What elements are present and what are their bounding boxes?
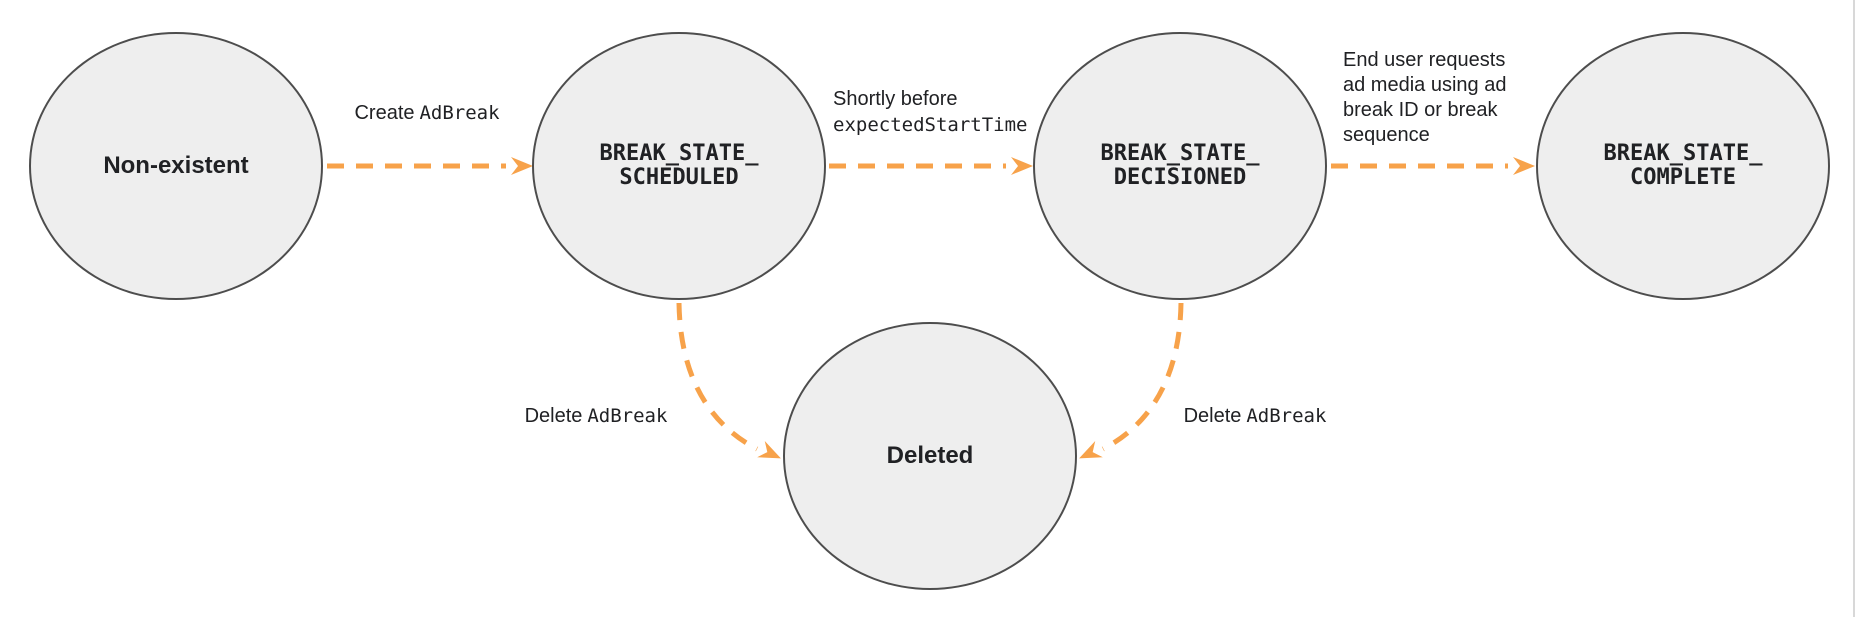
transition-label-text: ad media using ad [1343, 74, 1507, 96]
state-label-line1: BREAK_STATE_ [599, 141, 759, 166]
transition-label-end-user-request: End user requests ad media using ad brea… [1343, 48, 1506, 148]
state-node-break-state-scheduled: BREAK_STATE_ SCHEDULED [532, 32, 826, 300]
page-edge-divider [1853, 0, 1855, 617]
state-label-break-state-scheduled: BREAK_STATE_ SCHEDULED [600, 142, 759, 190]
arrowhead-shortly-before-icon [1011, 157, 1033, 175]
state-label-line1: BREAK_STATE_ [1100, 141, 1260, 166]
state-label-break-state-decisioned: BREAK_STATE_ DECISIONED [1101, 142, 1260, 190]
state-node-non-existent: Non-existent [29, 32, 323, 300]
state-label-non-existent: Non-existent [103, 152, 249, 179]
state-node-deleted: Deleted [783, 322, 1077, 590]
transition-label-text: Shortly before [833, 88, 958, 110]
arrowhead-end-user-request-icon [1513, 157, 1535, 175]
state-node-break-state-decisioned: BREAK_STATE_ DECISIONED [1033, 32, 1327, 300]
transition-label-text: Create [354, 102, 415, 124]
state-label-line2: DECISIONED [1113, 165, 1247, 190]
transition-label-text: Delete [524, 405, 583, 427]
transition-label-text: break ID or break [1343, 99, 1498, 121]
arrowhead-create-adbreak-icon [511, 157, 533, 175]
state-label-line1: BREAK_STATE_ [1603, 141, 1763, 166]
transition-label-code: expectedStartTime [833, 114, 1028, 136]
state-label-deleted: Deleted [886, 442, 974, 469]
transition-label-code: AdBreak [419, 102, 500, 124]
transition-label-code: AdBreak [587, 405, 668, 427]
transition-label-code: AdBreak [1246, 405, 1327, 427]
state-node-break-state-complete: BREAK_STATE_ COMPLETE [1536, 32, 1830, 300]
state-label-line2: SCHEDULED [619, 165, 739, 190]
transition-label-text: End user requests [1343, 49, 1506, 71]
arrowhead-delete-from-decisioned-icon [1079, 440, 1103, 459]
transition-label-shortly-before: Shortly before expectedStartTime [833, 86, 1027, 138]
state-label-line2: COMPLETE [1630, 165, 1736, 190]
transition-label-text: Delete [1183, 405, 1242, 427]
transition-label-text: sequence [1343, 124, 1430, 146]
arrow-delete-from-decisioned [1101, 302, 1184, 452]
arrowhead-delete-from-scheduled-icon [757, 440, 781, 459]
arrow-delete-from-scheduled [676, 302, 759, 452]
state-label-break-state-complete: BREAK_STATE_ COMPLETE [1604, 142, 1763, 190]
